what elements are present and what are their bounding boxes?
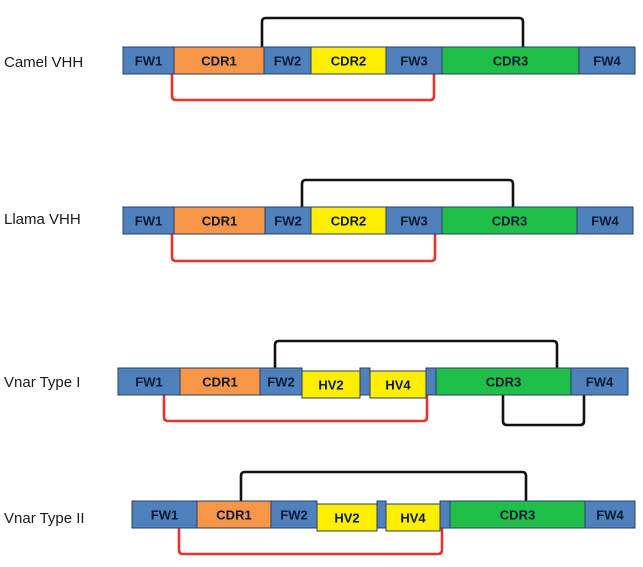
- row-vnar-type-i: Vnar Type I FW1 CDR1 FW2 HV2 HV4 CDR3 FW4: [4, 339, 629, 427]
- black-disulfide-bond: [501, 395, 586, 427]
- fw2-segment: [259, 367, 303, 396]
- hv4-label: HV4: [400, 511, 426, 526]
- cdr3-segment: [441, 206, 578, 235]
- cdr2-label: CDR2: [331, 214, 366, 229]
- row-camel-vhh: Camel VHH FW1 CDR1 FW2 CDR2 FW3 CDR3 FW4: [4, 16, 636, 102]
- row-label: Camel VHH: [4, 54, 83, 71]
- cdr1-segment: [173, 46, 265, 75]
- cdr1-segment: [179, 367, 261, 396]
- fw3-segment: [385, 206, 443, 235]
- cdr3-label: CDR3: [492, 214, 527, 229]
- fw2-label: FW2: [274, 214, 301, 229]
- fw-linker-segment: [359, 367, 371, 396]
- fw2-label: FW2: [280, 508, 307, 523]
- cdr3-segment: [449, 500, 586, 529]
- cdr1-segment: [173, 206, 266, 235]
- black-disulfide-bond: [273, 339, 559, 368]
- row-vnar-type-ii: Vnar Type II FW1 CDR1 FW2 HV2 HV4 CDR3 FW4: [4, 470, 636, 556]
- black-disulfide-bond: [239, 470, 528, 501]
- fw2-label: FW2: [267, 375, 294, 390]
- hv2-segment: [316, 503, 378, 532]
- row-label: Llama VHH: [4, 211, 81, 228]
- fw4-label: FW4: [593, 54, 621, 69]
- cdr1-label: CDR1: [201, 54, 236, 69]
- fw4-label: FW4: [591, 214, 619, 229]
- red-disulfide-bond: [162, 395, 429, 423]
- cdr3-label: CDR3: [486, 375, 521, 390]
- hv4-label: HV4: [385, 378, 411, 393]
- cdr2-label: CDR2: [331, 54, 366, 69]
- fw4-label: FW4: [586, 375, 614, 390]
- cdr1-label: CDR1: [202, 375, 237, 390]
- fw-linker-segment: [376, 500, 387, 529]
- fw-linker-segment: [425, 367, 437, 396]
- fw1-segment: [122, 46, 175, 75]
- fw1-segment: [131, 500, 198, 529]
- hv2-label: HV2: [334, 511, 359, 526]
- fw4-segment: [578, 46, 636, 75]
- black-disulfide-bond: [260, 16, 525, 47]
- cdr3-segment: [435, 367, 572, 396]
- fw1-label: FW1: [135, 375, 162, 390]
- fw4-segment: [570, 367, 629, 396]
- fw4-segment: [576, 206, 634, 235]
- hv4-segment: [369, 370, 427, 399]
- red-disulfide-bond: [170, 74, 436, 102]
- fw3-segment: [385, 46, 443, 75]
- fw3-label: FW3: [400, 54, 427, 69]
- row-label: Vnar Type II: [4, 510, 85, 527]
- fw4-segment: [584, 500, 636, 529]
- red-disulfide-bond: [177, 528, 444, 556]
- row-llama-vhh: Llama VHH FW1 CDR1 FW2 CDR2 FW3 CDR3 FW4: [4, 178, 634, 263]
- hv2-segment: [301, 370, 361, 399]
- fw2-label: FW2: [274, 54, 301, 69]
- cdr1-label: CDR1: [202, 214, 237, 229]
- hv2-label: HV2: [318, 378, 343, 393]
- black-disulfide-bond: [300, 178, 515, 207]
- row-label: Vnar Type I: [4, 374, 80, 391]
- fw1-label: FW1: [135, 214, 162, 229]
- fw-linker-segment: [439, 500, 451, 529]
- fw4-label: FW4: [596, 508, 624, 523]
- fw1-label: FW1: [135, 54, 162, 69]
- fw2-segment: [263, 46, 312, 75]
- cdr3-label: CDR3: [493, 54, 528, 69]
- red-disulfide-bond: [170, 234, 437, 263]
- cdr1-segment: [196, 500, 272, 529]
- fw2-segment: [264, 206, 312, 235]
- cdr3-label: CDR3: [500, 508, 535, 523]
- cdr1-label: CDR1: [216, 508, 251, 523]
- fw1-segment: [122, 206, 175, 235]
- fw1-label: FW1: [151, 508, 178, 523]
- cdr3-segment: [441, 46, 580, 75]
- fw3-label: FW3: [400, 214, 427, 229]
